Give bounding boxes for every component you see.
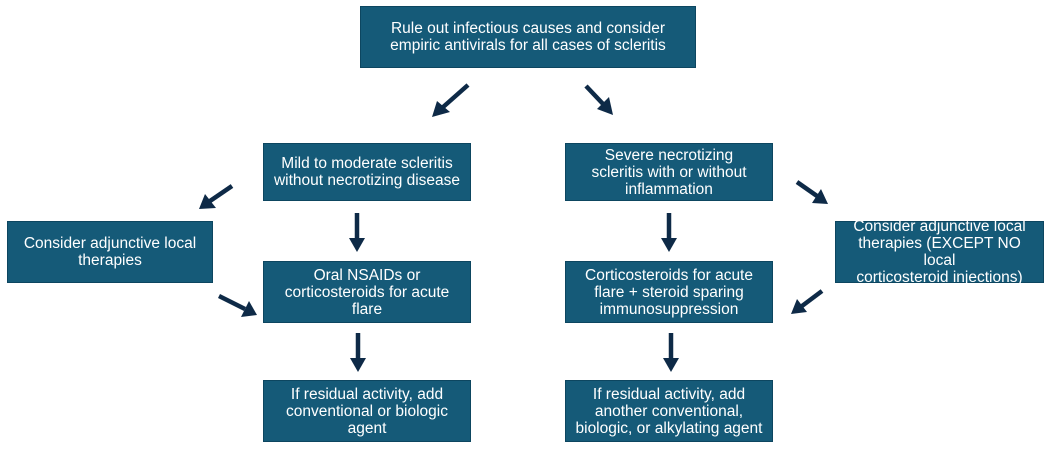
- arrow-severe-to-treatment: [661, 213, 677, 252]
- left-adjunctive-box: Consider adjunctive local therapies: [7, 221, 213, 283]
- arrow-mild-to-treatment: [349, 213, 365, 252]
- arrow-severe-to-adjunctive: [795, 180, 828, 204]
- arrow-treatment-to-escalation-right: [663, 333, 679, 372]
- left-escalation-box: If residual activity, add conventional o…: [263, 380, 471, 442]
- top-box: Rule out infectious causes and consider …: [360, 6, 696, 68]
- severe-necrotizing-box: Severe necrotizing scleritis with or wit…: [565, 143, 773, 201]
- left-treatment-box: Oral NSAIDs or corticosteroids for acute…: [263, 261, 471, 323]
- arrow-top-to-left: [432, 83, 470, 117]
- mild-moderate-box: Mild to moderate scleritis without necro…: [263, 143, 471, 201]
- arrow-adjunctive-to-treatment-right: [791, 289, 824, 314]
- right-treatment-box: Corticosteroids for acute flare + steroi…: [565, 261, 773, 323]
- arrow-adjunctive-to-treatment: [217, 293, 257, 317]
- arrow-treatment-to-escalation: [350, 333, 366, 372]
- right-escalation-box: If residual activity, add another conven…: [565, 380, 773, 442]
- arrow-top-to-right: [584, 84, 613, 115]
- right-adjunctive-box: Consider adjunctive local therapies (EXC…: [835, 218, 1044, 286]
- arrow-mild-to-adjunctive: [199, 184, 234, 209]
